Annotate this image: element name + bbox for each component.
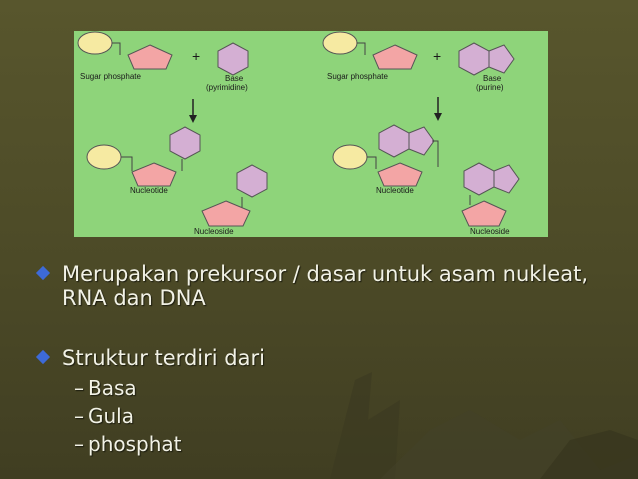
bullet-structure-text: Struktur terdiri dari — [62, 346, 265, 370]
right-base-label: Base — [483, 74, 502, 83]
left-panel: + Sugar phosphate Base (pyrimidine) Nucl… — [77, 31, 268, 236]
right-down-arrow — [434, 97, 442, 121]
right-nucleotide — [332, 124, 439, 187]
left-sugar-label: Sugar phosphate — [80, 72, 141, 81]
left-base-label: Base — [225, 74, 244, 83]
left-nucleotide-label: Nucleotide — [130, 186, 168, 195]
right-nucleoside — [461, 162, 520, 227]
left-down-arrow — [189, 99, 197, 123]
sub-item-basa: –Basa — [62, 374, 628, 402]
dash-marker: – — [74, 404, 84, 428]
left-pyrimidine-base — [217, 42, 249, 76]
sub-item-text: phosphat — [88, 432, 182, 456]
sub-item-gula: –Gula — [62, 402, 628, 430]
right-nucleoside-label: Nucleoside — [470, 227, 510, 236]
right-base-sublabel: (purine) — [476, 83, 504, 92]
left-nucleoside-label: Nucleoside — [194, 227, 234, 236]
right-plus: + — [433, 48, 441, 64]
right-phosphate-sugar — [322, 31, 418, 70]
diamond-bullet-icon — [35, 265, 51, 281]
sub-item-phosphat: –phosphat — [62, 430, 628, 458]
left-nucleotide — [86, 126, 201, 187]
left-base-sublabel: (pyrimidine) — [206, 83, 248, 92]
bullet-precursor: Merupakan prekursor / dasar untuk asam n… — [35, 262, 628, 310]
bullet-list: Merupakan prekursor / dasar untuk asam n… — [35, 262, 628, 458]
diamond-bullet-icon — [35, 349, 51, 365]
dash-marker: – — [74, 376, 84, 400]
sub-item-text: Gula — [88, 404, 134, 428]
right-nucleotide-label: Nucleotide — [376, 186, 414, 195]
right-purine-base — [458, 42, 515, 76]
left-nucleoside — [201, 164, 268, 227]
nucleotide-diagram: + Sugar phosphate Base (pyrimidine) Nucl… — [74, 31, 548, 237]
bullet-structure: Struktur terdiri dari –Basa –Gula –phosp… — [35, 346, 628, 458]
structure-sublist: –Basa –Gula –phosphat — [62, 374, 628, 458]
dash-marker: – — [74, 432, 84, 456]
right-sugar-label: Sugar phosphate — [327, 72, 388, 81]
left-phosphate-sugar — [77, 31, 173, 70]
bullet-precursor-text: Merupakan prekursor / dasar untuk asam n… — [62, 262, 588, 310]
left-plus: + — [192, 48, 200, 64]
sub-item-text: Basa — [88, 376, 137, 400]
right-panel: + Sugar phosphate Base (purine) Nucleoti… — [322, 31, 520, 236]
